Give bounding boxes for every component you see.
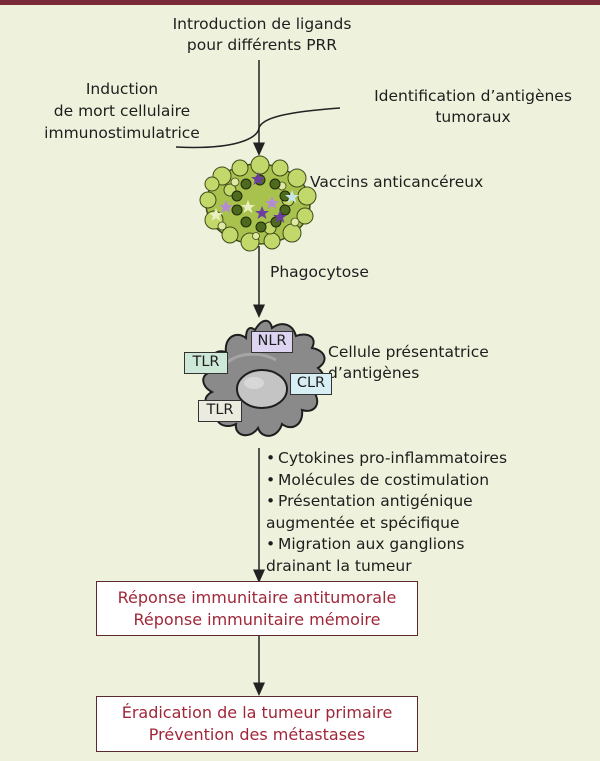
antigenes-text-line1: Identification d’antigènes xyxy=(374,87,572,105)
phagocytose-label: Phagocytose xyxy=(270,263,369,281)
converge-line-left xyxy=(175,127,260,149)
effects-list: •Cytokines pro-inflammatoires •Molécules… xyxy=(266,448,507,577)
eradication-line1: Éradication de la tumeur primaire xyxy=(121,703,393,722)
effect-item: •Présentation antigénique xyxy=(266,492,473,510)
effect-item-continuation: drainant la tumeur xyxy=(266,556,412,575)
eradication-line2: Prévention des métastases xyxy=(148,725,366,744)
vaccine-cluster-icon xyxy=(199,155,317,252)
effect-item: •Molécules de costimulation xyxy=(266,470,490,489)
converge-line-right xyxy=(258,107,341,129)
mort-text-line3: immunostimulatrice xyxy=(44,124,200,142)
eradication-box: Éradication de la tumeur primaire Préven… xyxy=(96,696,418,752)
cellule-label-line2: d’antigènes xyxy=(328,364,420,382)
receptor-tlr-bottom: TLR xyxy=(198,400,242,422)
ligands-text-line2: pour différents PRR xyxy=(186,36,338,54)
effect-item-continuation: augmentée et spécifique xyxy=(266,513,460,532)
reponse-line2: Réponse immunitaire mémoire xyxy=(133,610,381,629)
antigenes-text-line2: tumoraux xyxy=(435,108,511,126)
effect-item: •Migration aux ganglions xyxy=(266,535,465,553)
effect-item: •Cytokines pro-inflammatoires xyxy=(266,449,508,467)
mort-text-line2: de mort cellulaire xyxy=(53,102,191,120)
cellule-label-line1: Cellule présentatrice xyxy=(328,343,489,361)
reponse-box: Réponse immunitaire antitumorale Réponse… xyxy=(96,581,418,636)
top-bar xyxy=(0,0,600,5)
receptor-tlr-top: TLR xyxy=(184,352,228,374)
vaccins-label: Vaccins anticancéreux xyxy=(310,173,484,191)
receptor-clr: CLR xyxy=(290,373,332,395)
ligands-text-line1: Introduction de ligands xyxy=(172,15,352,33)
receptor-nlr: NLR xyxy=(251,331,293,353)
mort-text-line1: Induction xyxy=(85,80,159,98)
reponse-line1: Réponse immunitaire antitumorale xyxy=(117,588,397,607)
